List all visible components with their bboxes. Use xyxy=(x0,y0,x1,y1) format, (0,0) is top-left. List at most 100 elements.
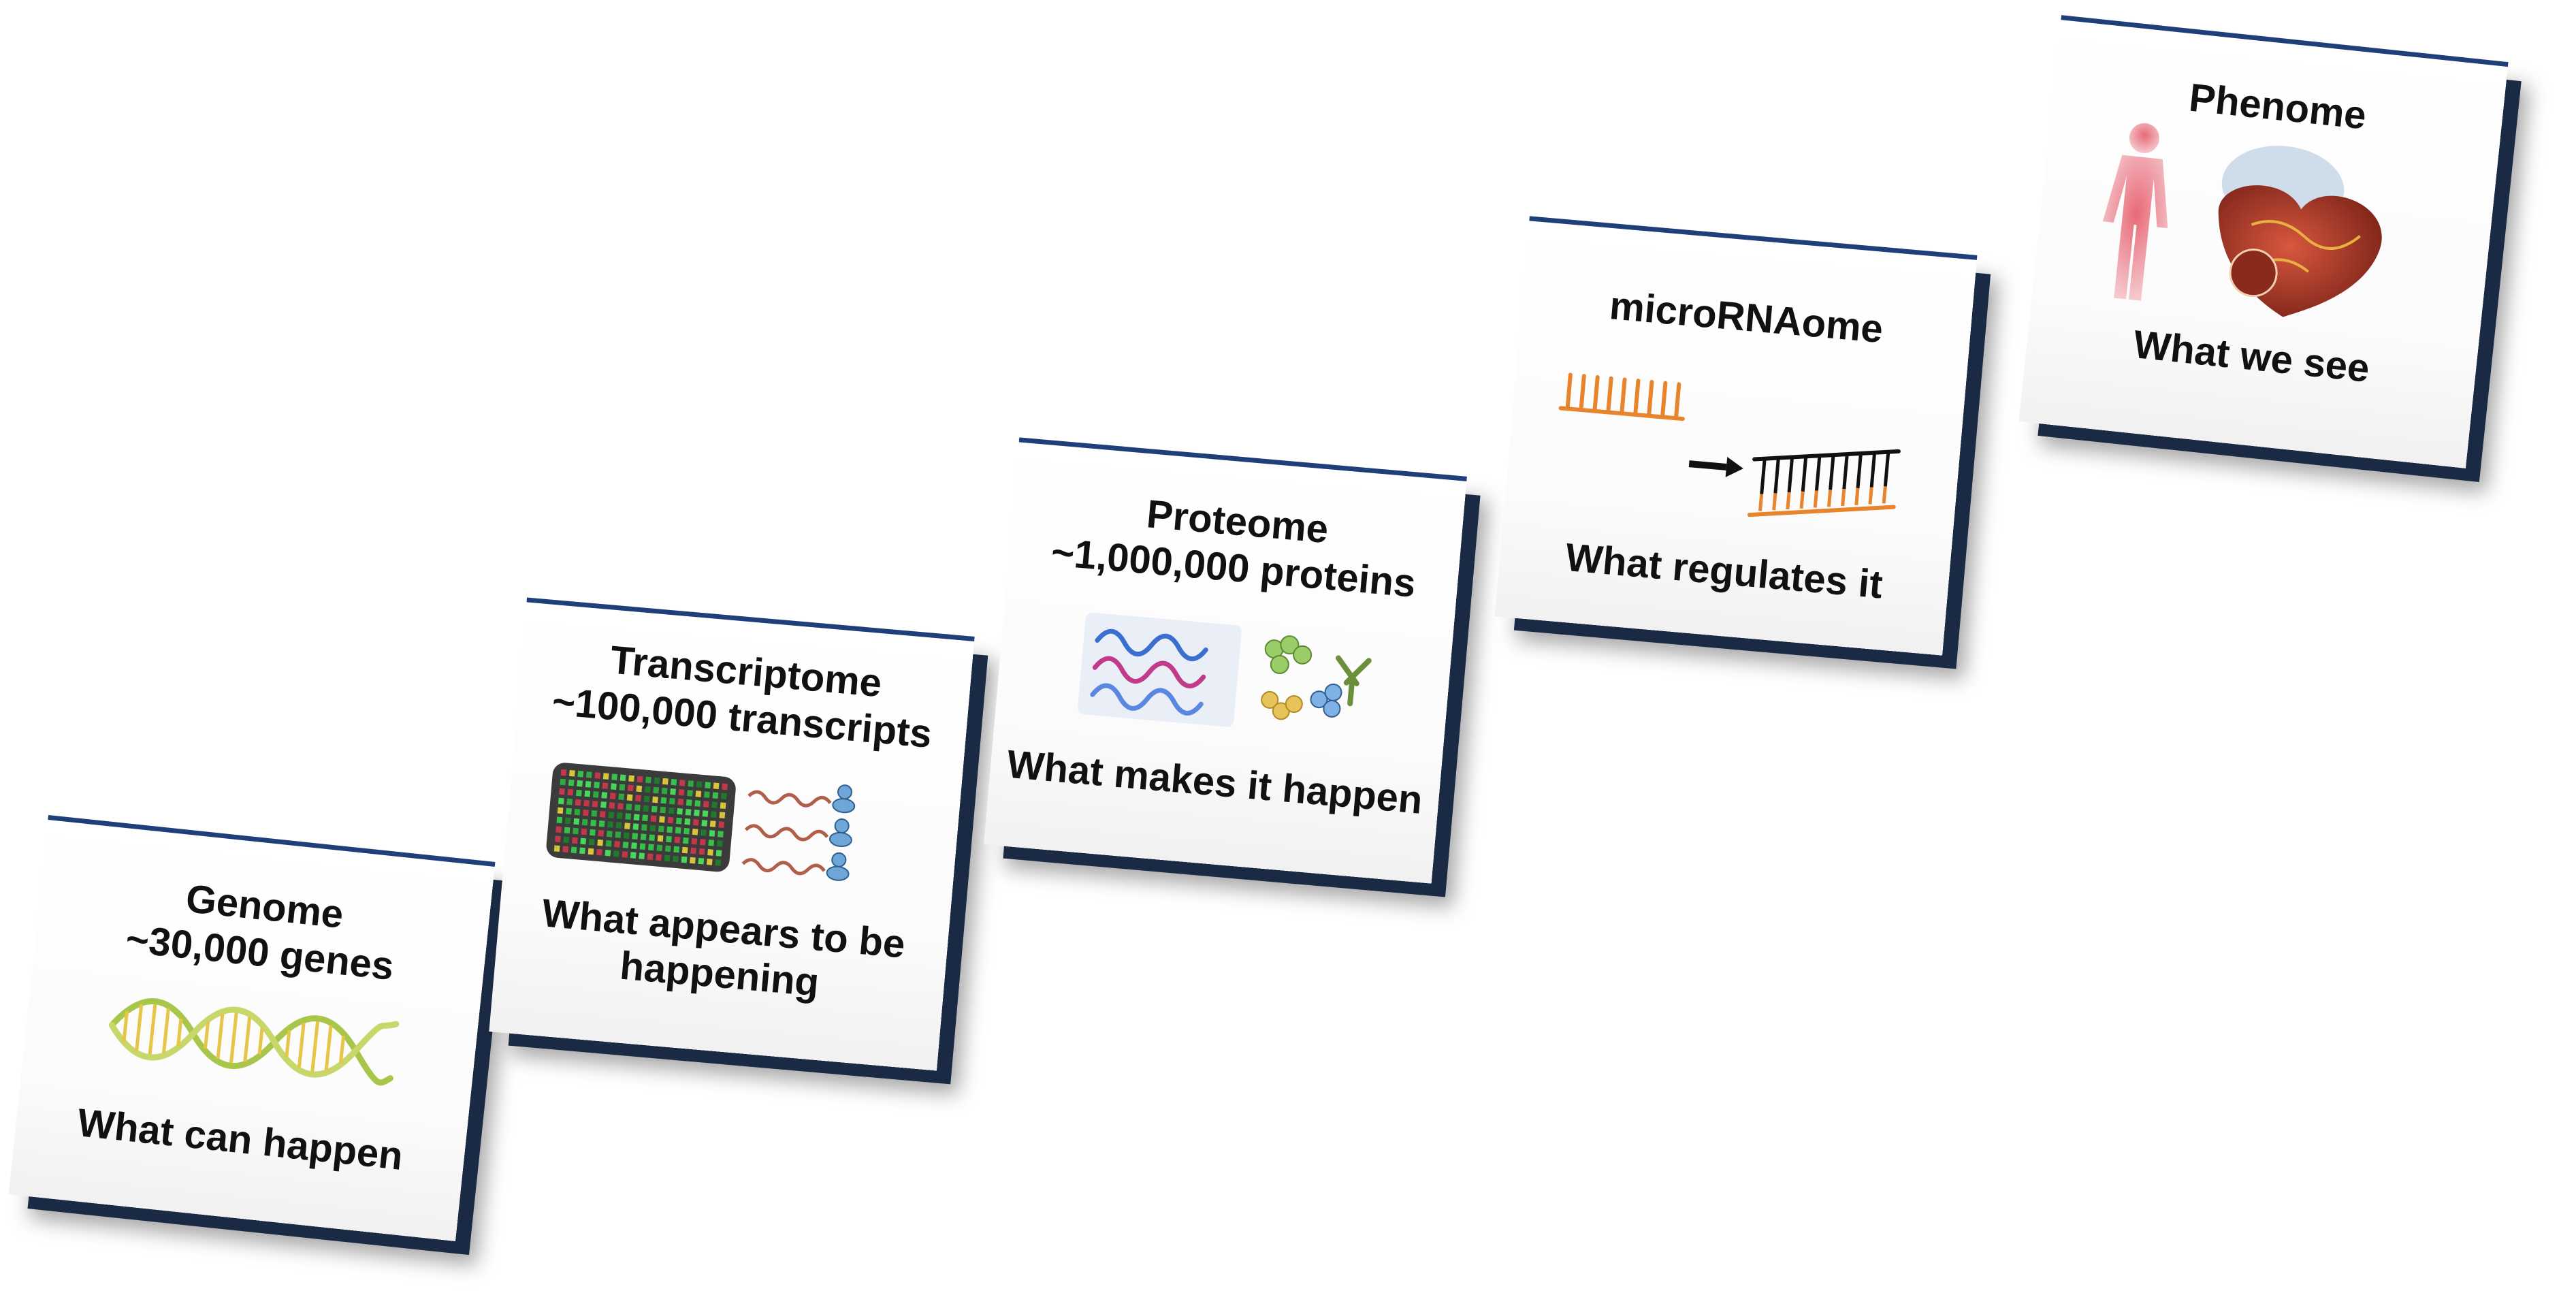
microarray-spot xyxy=(557,807,564,814)
microarray-spot xyxy=(556,826,562,833)
transcriptome-title-block: Transcriptome ~100,000 transcripts xyxy=(516,629,971,761)
microarray-spot xyxy=(658,825,664,833)
microarray-spot xyxy=(642,814,648,822)
microarray-spot xyxy=(588,838,595,846)
microarray-spot xyxy=(669,797,675,805)
microarray-spot xyxy=(615,831,622,838)
microarray-spot xyxy=(606,831,613,837)
microarray-spot xyxy=(600,801,607,808)
microarray-spot xyxy=(611,773,618,780)
microarray-spot xyxy=(573,827,579,835)
microarray-spot xyxy=(677,808,683,815)
microarray-spot xyxy=(692,828,698,835)
microarray-and-mrna-icon xyxy=(546,763,856,881)
microarray-spot xyxy=(711,811,717,818)
microarray-spot xyxy=(684,818,691,825)
microarray-spot xyxy=(585,781,592,788)
microarray-spot xyxy=(630,852,637,859)
microarray-spot xyxy=(605,840,612,847)
microarray-spot xyxy=(699,838,706,846)
microarray-spot xyxy=(641,824,647,831)
microarray-spot xyxy=(634,804,641,812)
microarray-spot xyxy=(679,780,686,786)
heart-icon xyxy=(2218,146,2382,317)
microarray-spot xyxy=(632,833,639,840)
microarray-spot xyxy=(667,816,674,824)
microarray-spot xyxy=(555,835,561,843)
microarray-spot xyxy=(571,837,578,844)
microarray-spot xyxy=(625,813,632,820)
card-micrornaome: microRNAome xyxy=(1494,216,1978,656)
microarray-spot xyxy=(696,781,703,788)
microarray-spot xyxy=(698,848,705,855)
microarray-spot xyxy=(643,805,649,812)
genome-title-block: Genome ~30,000 genes xyxy=(34,861,491,1000)
human-body-icon xyxy=(2102,123,2168,301)
microarray-spot xyxy=(719,812,726,818)
microarray-spot xyxy=(657,835,664,842)
microarray-spot xyxy=(607,821,613,828)
microarray-spot xyxy=(712,792,719,799)
microarray-spot xyxy=(573,818,580,825)
microarray-spot xyxy=(691,837,698,845)
microarray-spot xyxy=(615,822,622,829)
microarray-spot xyxy=(590,829,596,836)
microarray-spot xyxy=(660,806,666,814)
microarray-spot xyxy=(587,848,594,855)
microarray-spot xyxy=(563,836,570,844)
microarray-spot xyxy=(674,836,681,844)
microarray-spot xyxy=(617,803,624,810)
microarray-spot xyxy=(605,849,611,857)
microarray-spot xyxy=(579,847,585,855)
microarray-spot xyxy=(581,818,588,826)
microarray-spot xyxy=(713,782,720,790)
microarray-spot xyxy=(575,799,581,806)
microarray-spot xyxy=(662,778,669,785)
microarray-spot xyxy=(616,812,623,819)
microarray-spot xyxy=(650,815,657,823)
microarray-spot xyxy=(558,797,564,805)
microarray-spot xyxy=(643,795,650,803)
card-transcriptome: Transcriptome ~100,000 transcripts What … xyxy=(489,597,975,1071)
microarray-spot xyxy=(670,788,676,795)
microarray-spot xyxy=(716,840,723,847)
microarray-spot xyxy=(619,784,626,791)
microarray-spot xyxy=(639,852,645,859)
microarray-spot xyxy=(602,782,609,789)
card-phenome: Phenome What we see xyxy=(2018,15,2509,468)
microarray-spot xyxy=(718,821,725,828)
microarray-spot xyxy=(598,820,605,827)
human-body-and-heart-icon xyxy=(2102,123,2382,317)
proteome-title-block: Proteome ~1,000,000 proteins xyxy=(1008,479,1463,611)
microarray-spot xyxy=(624,823,630,829)
microarray-spot xyxy=(636,785,643,793)
microarray-spot xyxy=(577,770,584,778)
microarray-spot xyxy=(698,857,705,865)
microarray-spot xyxy=(553,845,560,852)
microarray-spot xyxy=(701,829,707,836)
microarray-spot xyxy=(609,802,615,809)
microarray-spot xyxy=(715,850,722,857)
microarray-spot xyxy=(695,791,702,797)
microarray-spot xyxy=(564,827,570,834)
microarray-spot xyxy=(715,859,722,866)
microarray-spot xyxy=(647,844,654,851)
microarray-spot xyxy=(683,827,690,835)
microarray-spot xyxy=(659,816,665,823)
microarray-spot xyxy=(675,827,681,834)
card-proteome: Proteome ~1,000,000 proteins What makes … xyxy=(984,437,1467,884)
microarray-spot xyxy=(614,841,620,848)
microarray-spot xyxy=(560,769,567,776)
microarray-spot xyxy=(574,808,581,816)
microarray-spot xyxy=(673,846,680,853)
microarray-spot xyxy=(687,790,693,797)
microarray-spot xyxy=(688,780,694,787)
microarray-spot xyxy=(704,791,710,798)
microarray-spot xyxy=(653,786,660,794)
microarray-spot xyxy=(678,788,685,796)
microarray-spot xyxy=(656,844,663,852)
microarray-spot xyxy=(690,857,696,864)
card-genome: Genome ~30,000 genes What can happen xyxy=(8,815,496,1241)
microarray-spot xyxy=(623,832,630,839)
microarray-spot xyxy=(708,840,715,846)
